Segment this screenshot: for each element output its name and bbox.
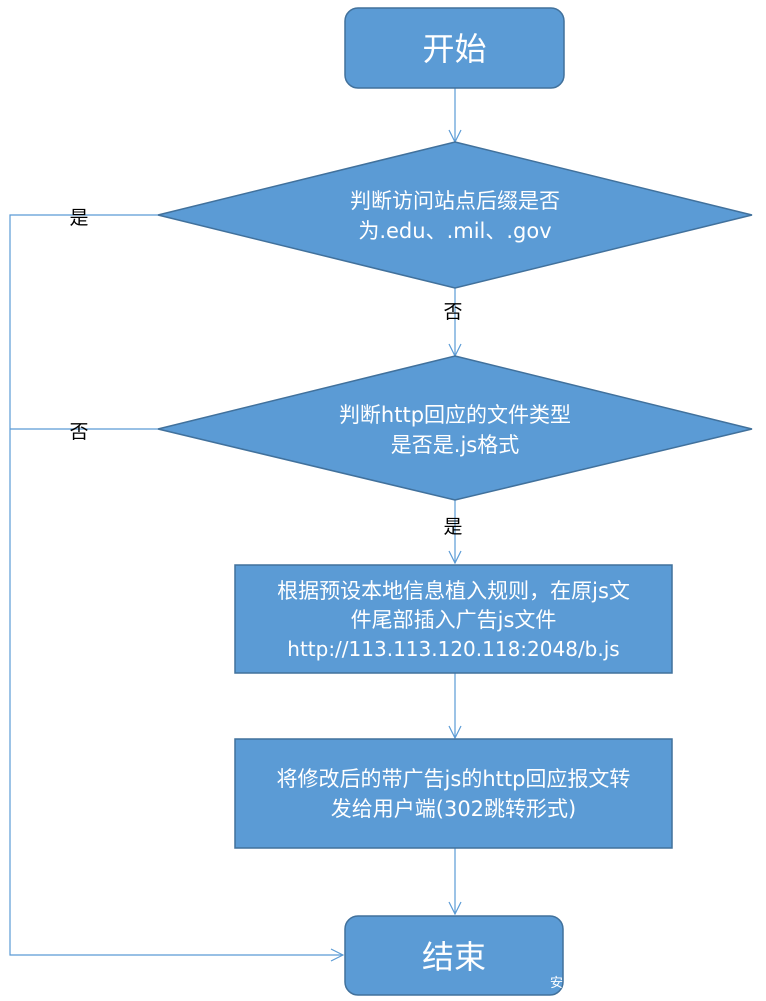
nodes: 开始 判断访问站点后缀是否 为.edu、.mil、.gov 判断http回应的文… — [157, 7, 753, 996]
edge-label-js-no: 否 — [69, 421, 88, 443]
inject-line-1: 根据预设本地信息植入规则，在原js文 — [277, 579, 630, 603]
js-decision-node: 判断http回应的文件类型 是否是.js格式 — [157, 355, 753, 501]
watermark-text: 安 — [550, 976, 563, 991]
edge-labels: 是 否 否 是 — [69, 207, 462, 538]
forward-line-1: 将修改后的带广告js的http回应报文转 — [277, 767, 631, 791]
inject-line-3: http://113.113.120.118:2048/b.js — [287, 637, 619, 661]
edge-label-suffix-yes: 是 — [69, 207, 88, 229]
suffix-decision-line-1: 判断访问站点后缀是否 — [350, 189, 560, 213]
edge-suffix-yes-to-end — [9, 214, 343, 955]
forward-process-node: 将修改后的带广告js的http回应报文转 发给用户端(302跳转形式) — [234, 738, 673, 849]
inject-process-node: 根据预设本地信息植入规则，在原js文 件尾部插入广告js文件 http://11… — [234, 564, 673, 674]
edge-label-js-yes: 是 — [443, 516, 462, 538]
start-node: 开始 — [344, 7, 565, 89]
end-node: 结束 — [344, 915, 564, 996]
end-node-label: 结束 — [422, 938, 486, 976]
js-decision-line-1: 判断http回应的文件类型 — [339, 403, 571, 427]
suffix-decision-node: 判断访问站点后缀是否 为.edu、.mil、.gov — [157, 141, 753, 289]
inject-line-2: 件尾部插入广告js文件 — [351, 608, 557, 632]
start-node-label: 开始 — [422, 30, 486, 68]
js-decision-line-2: 是否是.js格式 — [391, 433, 519, 457]
forward-line-2: 发给用户端(302跳转形式) — [331, 797, 576, 821]
edge-label-suffix-no: 否 — [443, 301, 462, 323]
suffix-decision-line-2: 为.edu、.mil、.gov — [358, 219, 551, 243]
edges — [9, 88, 455, 955]
